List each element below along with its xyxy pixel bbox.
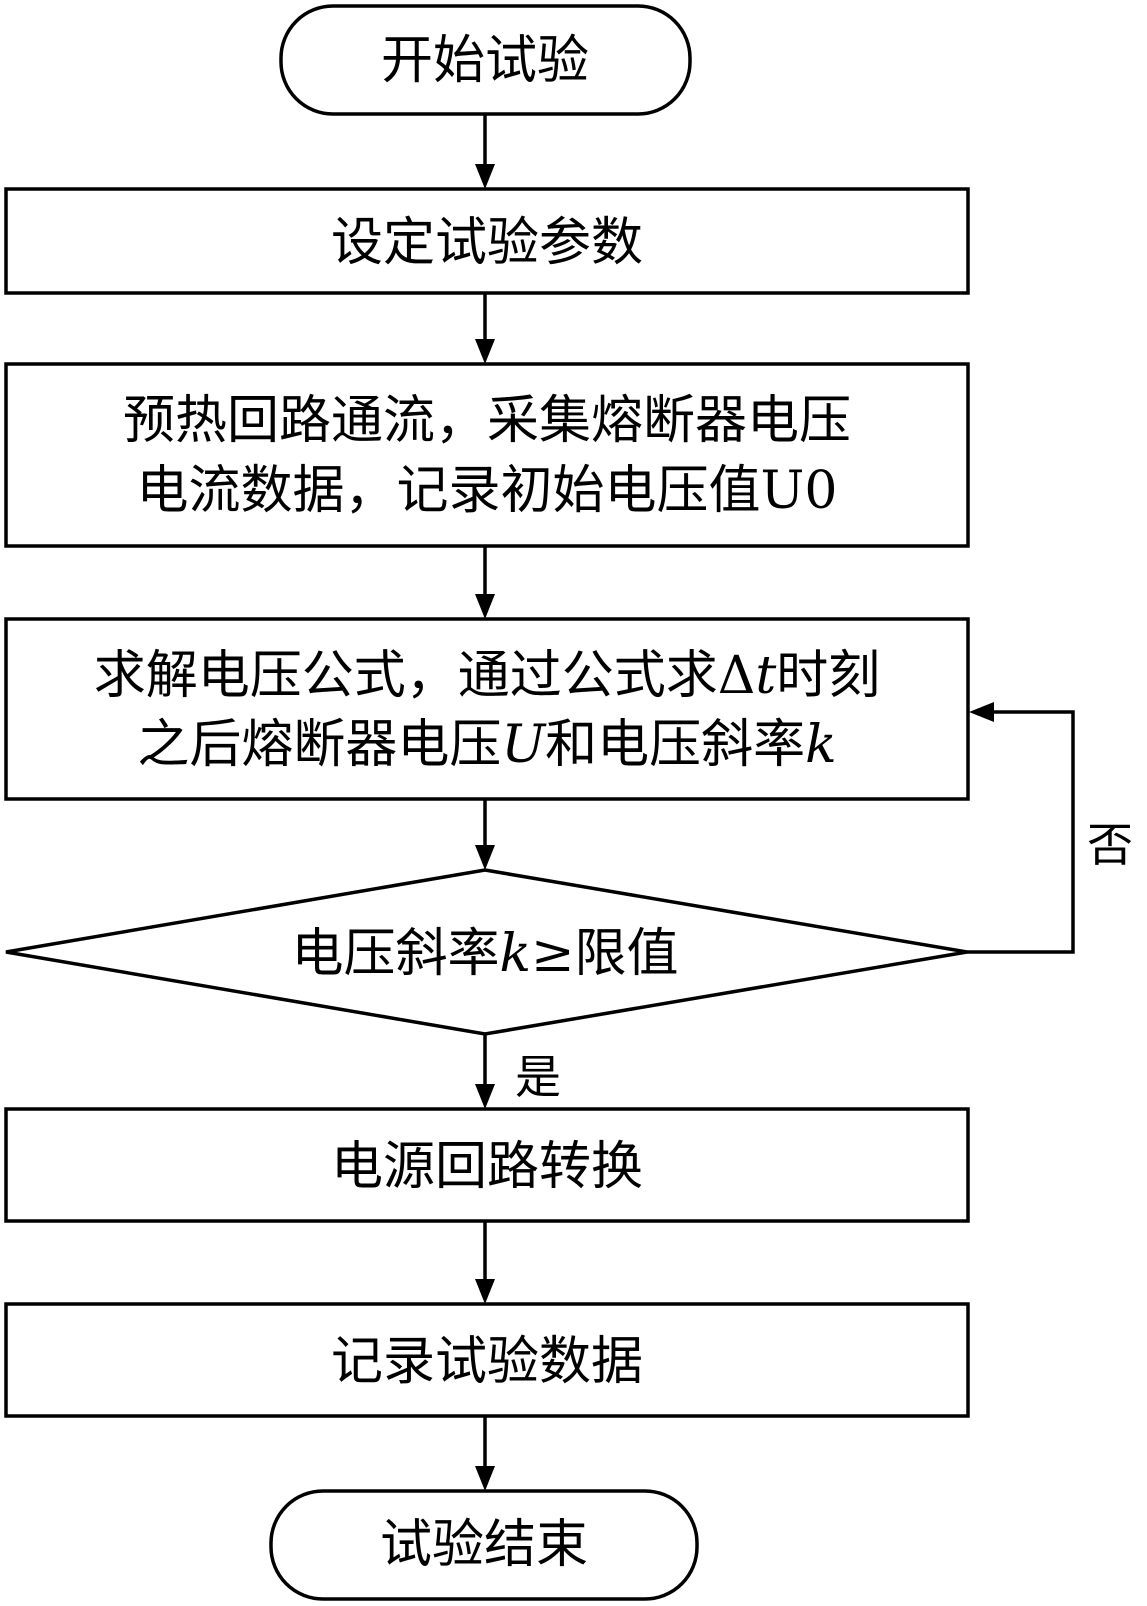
step2-line2: 电流数据，记录初始电压值U0	[137, 461, 838, 521]
step1-label: 设定试验参数	[331, 213, 643, 273]
no-label: 否	[1087, 818, 1133, 872]
end-terminal: 试验结束	[269, 1489, 699, 1601]
decision-label: 电压斜率k≥限值	[291, 924, 678, 984]
end-label: 试验结束	[380, 1515, 588, 1575]
arrow-step5-end	[475, 1416, 495, 1491]
step4-label: 电源回路转换	[331, 1137, 643, 1197]
start-terminal: 开始试验	[279, 4, 692, 116]
step-set-parameters: 设定试验参数	[4, 187, 970, 295]
arrow-step1-step2	[475, 293, 495, 364]
arrow-step2-step3	[475, 546, 495, 619]
start-label: 开始试验	[381, 31, 589, 91]
arrow-step4-step5	[475, 1221, 495, 1304]
step2-line1: 预热回路通流，采集熔断器电压	[123, 391, 851, 451]
step5-label: 记录试验数据	[331, 1332, 643, 1392]
arrow-no-loop: 否	[967, 702, 1133, 954]
step3-line1: 求解电压公式，通过公式求Δt时刻	[94, 646, 880, 706]
decision-slope-check: 电压斜率k≥限值	[5, 868, 968, 1036]
arrow-start-step1	[475, 114, 495, 189]
arrow-yes-step4: 是	[475, 1034, 561, 1109]
step-power-switch: 电源回路转换	[4, 1107, 970, 1223]
arrow-step3-decision	[475, 799, 495, 870]
step-record-data: 记录试验数据	[4, 1302, 970, 1418]
yes-label: 是	[515, 1050, 561, 1104]
step-preheat: 预热回路通流，采集熔断器电压 电流数据，记录初始电压值U0	[4, 362, 970, 548]
step-solve-formula: 求解电压公式，通过公式求Δt时刻 之后熔断器电压U和电压斜率k	[4, 617, 970, 801]
step3-line2: 之后熔断器电压U和电压斜率k	[137, 715, 836, 775]
